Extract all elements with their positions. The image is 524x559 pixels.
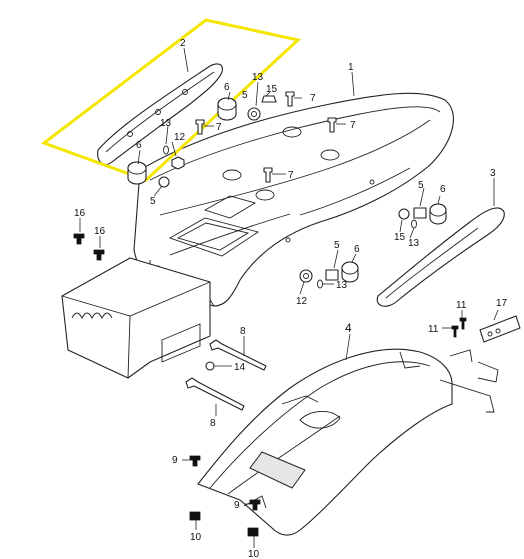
callout-11a: 11 [456,300,467,311]
callout-14: 14 [234,362,246,373]
callout-13a: 13 [252,72,264,83]
callout-7a: 7 [310,93,316,104]
callout-3: 3 [490,168,496,179]
callout-10b: 10 [248,549,260,559]
callout-15b: 15 [394,232,406,243]
callout-9a: 9 [172,455,178,466]
callout-10a: 10 [190,532,202,543]
tail-light-housing [61,257,211,379]
hardware [73,91,467,537]
callout-labels: 1 2 3 4 6 5 13 15 7 7 7 7 13 12 6 5 5 6 … [74,38,508,559]
plate-part-17 [479,315,521,343]
callout-13d: 13 [336,280,348,291]
callout-11b: 11 [428,324,439,335]
callout-16a: 16 [74,208,86,219]
callout-8b: 8 [210,418,216,429]
callout-5a: 5 [242,90,248,101]
callout-2: 2 [180,38,186,49]
callout-6d: 6 [354,244,360,255]
callout-5d: 5 [334,240,340,251]
inner-fender-part-4 [197,348,499,536]
callout-16b: 16 [94,226,106,237]
callout-9b: 9 [234,500,240,511]
callout-15a: 15 [266,84,278,95]
callout-8a: 8 [240,326,246,337]
callout-6c: 6 [440,184,446,195]
callout-13c: 13 [408,238,420,249]
highlight-box [40,18,302,182]
callout-7b: 7 [216,122,222,133]
callout-7c: 7 [350,120,356,131]
callout-13b: 13 [160,118,172,129]
rear-fender-body [133,92,454,307]
side-rail-part-3 [376,207,505,307]
callout-1: 1 [348,62,354,73]
callout-4: 4 [345,321,352,335]
callout-17: 17 [496,298,508,309]
callout-12a: 12 [174,132,186,143]
callout-6a: 6 [224,82,230,93]
callout-5b: 5 [150,196,156,207]
callout-7d: 7 [288,170,294,181]
callout-6b: 6 [136,140,142,151]
callout-12b: 12 [296,296,308,307]
callout-5c: 5 [418,180,424,191]
grab-rail-part-2 [97,63,223,165]
leader-lines [79,47,499,548]
